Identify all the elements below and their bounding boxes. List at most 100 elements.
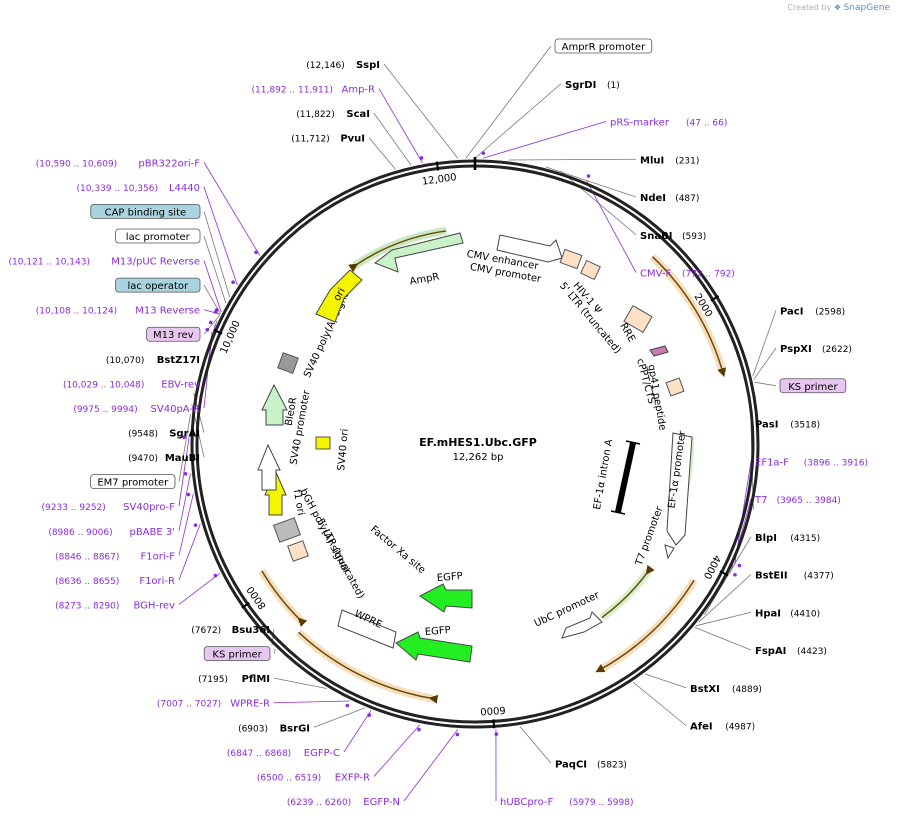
leader-afei bbox=[632, 681, 687, 726]
label-coord-pvui: (11,712) bbox=[291, 135, 330, 145]
label-coord-sv40pa-r: (9975 .. 9994) bbox=[73, 405, 137, 415]
label-coord-pbr322ori-f: (10,590 .. 10,609) bbox=[36, 159, 117, 169]
label-name-t7: T7 bbox=[754, 495, 767, 506]
label-name-fspai: FspAI bbox=[755, 646, 786, 657]
site-site-blpi: BlpI(4315) bbox=[755, 533, 820, 544]
label-name-hubcpro-f: hUBCpro-F bbox=[500, 797, 553, 808]
label-name-hpai: HpaI bbox=[755, 608, 781, 619]
primer-mark-egfp-c bbox=[367, 713, 372, 717]
site-primer-pbr322ori-f: pBR322ori-F(10,590 .. 10,609) bbox=[36, 158, 200, 169]
label-name-ebv-rev: EBV-rev bbox=[161, 379, 200, 390]
ubc-promoter-arrow bbox=[561, 611, 603, 639]
label-coord-maubi: (9470) bbox=[128, 454, 158, 464]
bgh-box bbox=[272, 517, 302, 543]
leader-f1ori-r bbox=[178, 523, 201, 581]
site-primer-wpre-r: WPRE-R(7007 .. 7027) bbox=[157, 699, 270, 710]
primer-mark-cmv-f bbox=[586, 174, 591, 178]
credit: Created by ❖ SnapGene bbox=[787, 3, 890, 13]
label-name-mlui: MluI bbox=[640, 155, 664, 166]
ef1a-intron-cap-1 bbox=[625, 440, 641, 445]
plasmid-length: 12,262 bp bbox=[453, 452, 504, 463]
tick-mark-4000 bbox=[719, 570, 729, 577]
label-coord-paci: (2598) bbox=[815, 307, 845, 317]
site-primer-l4440: L4440(10,339 .. 10,356) bbox=[77, 183, 200, 194]
label-text-lac-operator: lac operator bbox=[128, 281, 189, 292]
primer-mark-ebv-rev bbox=[208, 320, 213, 325]
site-site-snabi: SnaBI(593) bbox=[640, 231, 706, 242]
leader-pspxi bbox=[753, 347, 777, 380]
site-site-hpai: HpaI (4410) bbox=[755, 608, 820, 619]
label-coord-mlui: (231) bbox=[675, 156, 699, 166]
label-coord-l4440: (10,339 .. 10,356) bbox=[77, 184, 158, 194]
site-site-mlui: MluI (231) bbox=[640, 155, 699, 166]
leader-pflmi bbox=[273, 677, 327, 689]
credit-prefix: Created by bbox=[787, 3, 832, 12]
feature-label-t7-promoter: T7 promoter bbox=[634, 504, 666, 568]
label-text-em7-promoter: EM7 promoter bbox=[97, 478, 169, 489]
site-site-pflmi: PflMI(7195) bbox=[198, 674, 270, 685]
feature-label-bleor: BleoR bbox=[284, 396, 300, 426]
label-coord-hubcpro-f: (5979 .. 5998) bbox=[569, 798, 633, 808]
site-site-sspi: SspI(12,146) bbox=[306, 60, 380, 71]
label-name-egfp-c: EGFP-C bbox=[304, 748, 340, 759]
leader-pbabe-3 bbox=[178, 473, 191, 531]
sv40-promoter-arrow bbox=[257, 443, 281, 491]
label-name-pasi: PasI bbox=[755, 420, 778, 431]
label-name-pbabe-3: pBABE 3' bbox=[129, 527, 175, 538]
site-boxed-ks-primer: KS primer bbox=[203, 646, 271, 661]
site-site-scai: ScaI(11,822) bbox=[296, 109, 370, 120]
leader-amp-r bbox=[378, 88, 423, 164]
site-site-afei: AfeI(4987) bbox=[690, 722, 755, 733]
label-coord-pspxi: (2622) bbox=[822, 345, 852, 355]
label-coord-prs-marker: (47 .. 66) bbox=[686, 119, 727, 129]
label-box-lac-operator bbox=[115, 277, 201, 293]
leader-bgh-rev bbox=[178, 572, 221, 605]
label-coord-bstxi: (4889) bbox=[732, 685, 762, 695]
leader-em7-promoter bbox=[178, 414, 191, 482]
site-site-maubi: MauBI (9470) bbox=[128, 453, 200, 464]
rre-box bbox=[623, 305, 653, 333]
sv40-polya-box bbox=[277, 352, 299, 374]
label-name-ef1a-f: EF1a-F bbox=[755, 457, 789, 468]
label-box-m13-rev bbox=[146, 326, 201, 342]
hiv-psi-box bbox=[559, 248, 583, 270]
label-box-em7-promoter bbox=[90, 474, 176, 490]
site-primer-egfp-c: EGFP-C(6847 .. 6868) bbox=[227, 748, 340, 759]
primer-mark-f1ori-f bbox=[186, 492, 191, 497]
leader-paqci bbox=[519, 726, 552, 764]
site-site-bstxi: BstXI(4889) bbox=[690, 684, 762, 695]
label-coord-hpai: (4410) bbox=[790, 609, 820, 619]
site-site-sgrdi: SgrDI(1) bbox=[565, 80, 620, 91]
label-name-pvui: PvuI bbox=[340, 134, 365, 145]
primer-mark-sv40pro-f bbox=[182, 435, 186, 440]
label-coord-bsu36i: (7672) bbox=[191, 626, 221, 636]
label-box-amprr-promoter bbox=[554, 38, 653, 54]
label-coord-m13-puc-reverse: (10,121 .. 10,143) bbox=[9, 258, 90, 268]
leader-mlui bbox=[508, 158, 637, 161]
feature-label-5ltr-truncated-2: 5' LTR (truncated) bbox=[314, 517, 366, 601]
ef1a-intron-bar bbox=[615, 442, 636, 513]
label-text-amprr-promoter: AmprR promoter bbox=[562, 42, 646, 53]
label-name-wpre-r: WPRE-R bbox=[230, 699, 270, 710]
orange-arc-2 bbox=[595, 579, 695, 673]
leader-wpre-r bbox=[273, 700, 350, 704]
leader-scai bbox=[373, 112, 412, 166]
label-name-maubi: MauBI bbox=[165, 453, 200, 464]
ef1a-intron-cap-2 bbox=[610, 510, 626, 515]
label-name-m13-reverse: M13 Reverse bbox=[135, 306, 200, 317]
label-text-cap-binding-site: CAP binding site bbox=[105, 207, 187, 218]
feature-label-f1-ori: f1 ori bbox=[291, 489, 306, 517]
site-site-paci: PacI(2598) bbox=[780, 306, 845, 317]
label-name-sv40pro-f: SV40pro-F bbox=[123, 502, 175, 513]
site-site-pvui: PvuI (11,712) bbox=[291, 134, 365, 145]
site-primer-sv40pro-f: SV40pro-F(9233 .. 9252) bbox=[42, 502, 176, 513]
primer-mark-egfp-n bbox=[455, 732, 460, 737]
leader-cap-binding-site bbox=[203, 211, 231, 298]
site-primer-cmv-f: CMV-F(772 .. 792) bbox=[640, 269, 735, 280]
gp41-box bbox=[665, 377, 685, 397]
label-coord-pflmi: (7195) bbox=[198, 675, 228, 685]
leader-pbr322ori-f bbox=[203, 162, 261, 256]
f1-ori-arrow bbox=[264, 468, 287, 516]
tick-mark-6000 bbox=[492, 719, 496, 729]
primer-mark-l4440 bbox=[231, 280, 235, 285]
